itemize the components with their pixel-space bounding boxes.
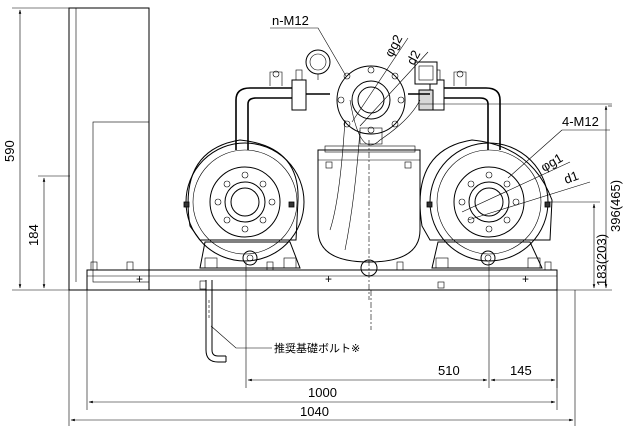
- label-n-m12: n-M12: [272, 13, 309, 28]
- foundation-bolt: [205, 280, 227, 363]
- label-foundation-bolt: 推奨基礎ボルト※: [274, 341, 360, 355]
- control-panel: [68, 7, 150, 291]
- extension-lines: [12, 7, 612, 426]
- dim-183-203: 183(203): [594, 234, 609, 286]
- dimension-texts: 590 184 396(465) 183(203) 510 145 1000 1…: [2, 140, 623, 419]
- leader-lines: [210, 27, 612, 349]
- dim-145: 145: [510, 363, 532, 378]
- dim-510: 510: [438, 363, 460, 378]
- dim-396-465: 396(465): [608, 180, 623, 232]
- discharge-piping: [235, 61, 501, 251]
- base-frame: + + +: [86, 261, 558, 291]
- label-d1: d1: [562, 168, 581, 187]
- dimension-lines: [18, 9, 608, 422]
- dim-1040: 1040: [300, 404, 329, 419]
- label-phi-g1: φg1: [538, 150, 565, 174]
- left-pump: [183, 139, 305, 269]
- label-d2: d2: [403, 48, 423, 68]
- svg-text:+: +: [325, 272, 332, 286]
- svg-text:+: +: [136, 272, 143, 286]
- dim-590: 590: [2, 140, 17, 162]
- discharge-flange: [305, 49, 406, 145]
- pressure-tank: [317, 140, 421, 300]
- svg-text:+: +: [522, 272, 529, 286]
- dim-184: 184: [26, 224, 41, 246]
- right-pump: [419, 139, 553, 269]
- dim-1000: 1000: [308, 385, 337, 400]
- label-4-m12: 4-M12: [562, 114, 599, 129]
- label-phi-g2: φg2: [381, 32, 405, 59]
